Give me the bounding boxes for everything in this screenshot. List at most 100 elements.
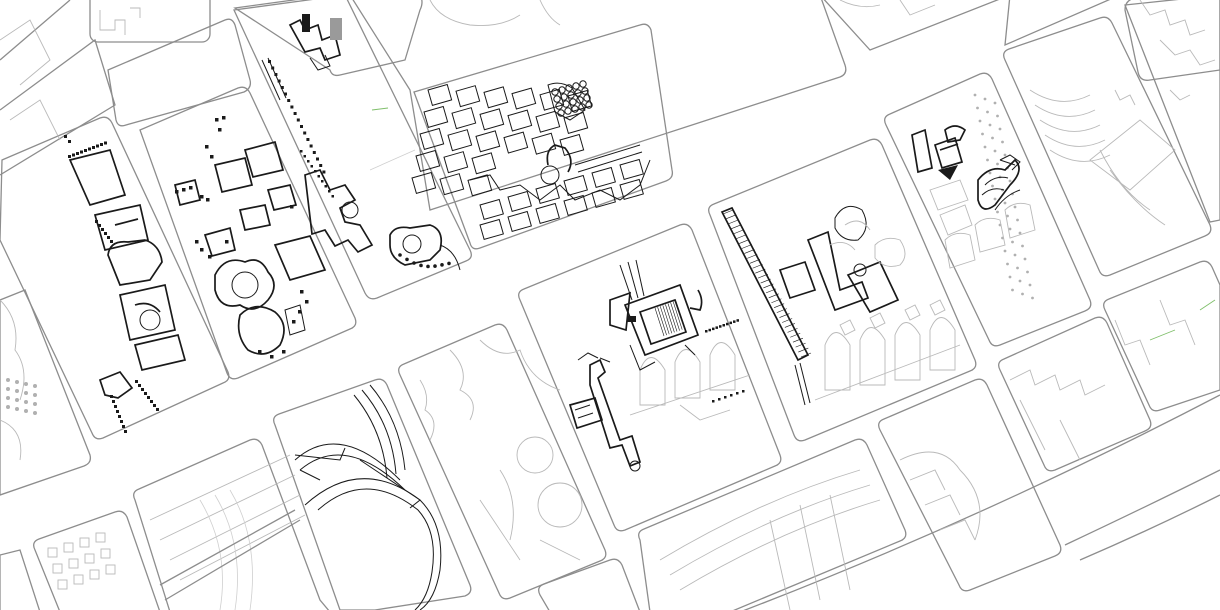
monument-hatch-line bbox=[654, 307, 665, 337]
villa-exedra-dot bbox=[398, 253, 402, 257]
grid-court-stone bbox=[578, 103, 586, 111]
gallery-rib bbox=[752, 263, 763, 269]
gallery-east-hall bbox=[846, 260, 900, 314]
pavilion-bollard bbox=[983, 97, 987, 101]
grid-court-cell bbox=[479, 218, 504, 241]
central-monument bbox=[568, 259, 745, 472]
park-path-1 bbox=[419, 349, 474, 441]
field-road bbox=[159, 509, 301, 601]
pavilion-bollard bbox=[1008, 179, 1012, 183]
ruins-central-column bbox=[208, 255, 212, 259]
villa-column bbox=[321, 180, 324, 183]
grid-court-cell bbox=[443, 151, 469, 174]
villa-stair bbox=[261, 57, 287, 101]
ruins-west-column bbox=[120, 420, 123, 423]
ruins-central-chapel bbox=[238, 204, 272, 231]
gallery-garden-paths bbox=[829, 220, 871, 251]
gallery-ribs bbox=[722, 209, 812, 358]
villa-complex bbox=[261, 14, 461, 271]
monument-hatch-line bbox=[665, 304, 675, 333]
gallery-tail bbox=[794, 362, 811, 406]
gallery-rib bbox=[771, 298, 782, 304]
ruins-central-column bbox=[270, 355, 274, 359]
garden-parterre bbox=[1029, 89, 1191, 226]
ruins-west-column bbox=[122, 425, 125, 428]
pavilion-bollard bbox=[1018, 231, 1022, 235]
ruins-central-column bbox=[189, 186, 193, 190]
pavilion-bollard bbox=[986, 110, 989, 114]
lower-arc-ribs bbox=[769, 494, 851, 610]
grid-court-cell bbox=[619, 158, 644, 181]
villa-column bbox=[274, 73, 278, 76]
gallery-rib bbox=[747, 254, 758, 259]
pavilion-bollard bbox=[1031, 296, 1034, 300]
villa-column bbox=[328, 190, 331, 193]
villa-thermae-dome bbox=[341, 201, 359, 219]
gallery-rib bbox=[749, 259, 761, 264]
grid-court-colonnade bbox=[574, 144, 643, 173]
grid-court-cell bbox=[535, 182, 560, 205]
grid-court-cell bbox=[531, 132, 557, 155]
arena-outer bbox=[304, 478, 442, 610]
ruins-west-column bbox=[96, 144, 99, 148]
pavilion-bollard bbox=[1003, 201, 1007, 205]
villa-column bbox=[296, 118, 300, 122]
monument-bollard bbox=[730, 394, 733, 397]
gallery-base-line bbox=[814, 344, 961, 401]
villa-nymphaeum-basin bbox=[402, 234, 422, 254]
west-dot bbox=[33, 384, 37, 388]
ruins-west-tholos bbox=[139, 309, 161, 331]
grid-court-cell bbox=[471, 152, 497, 175]
villa-column bbox=[324, 185, 327, 188]
boulevard-edge-3 bbox=[1079, 494, 1220, 561]
west-dot bbox=[6, 378, 10, 382]
pavilion-bollard bbox=[993, 101, 997, 105]
pavilion-bollard bbox=[996, 210, 999, 214]
west-dot bbox=[6, 387, 10, 391]
block-grid-court bbox=[413, 23, 674, 250]
ruins-west-column bbox=[124, 430, 127, 433]
monument-base-lines bbox=[629, 374, 751, 421]
ruins-west-column bbox=[107, 236, 110, 239]
gallery-rib bbox=[784, 323, 795, 328]
processional-gate bbox=[577, 352, 611, 363]
grid-court-cell bbox=[483, 86, 509, 109]
ruins-central-column bbox=[305, 300, 309, 304]
ruins-central-orchestra bbox=[231, 271, 259, 299]
lower-east-pattern bbox=[1009, 369, 1106, 461]
ruins-west-annex bbox=[133, 333, 187, 372]
villa-exedra-dot bbox=[426, 264, 430, 269]
west-dot bbox=[24, 409, 28, 413]
ruins-west-apse bbox=[107, 239, 163, 286]
pavilion-canopy bbox=[944, 125, 967, 143]
block-garden-east bbox=[1003, 16, 1212, 277]
park-path-2 bbox=[479, 469, 581, 561]
gallery-rib bbox=[755, 268, 766, 274]
grid-court-cell bbox=[507, 109, 533, 132]
ruins-west-column bbox=[118, 415, 121, 418]
lower-grid-square bbox=[57, 579, 68, 590]
ruins-central-hall bbox=[273, 234, 327, 282]
ruins-central-column bbox=[282, 350, 286, 354]
ruins-west-column bbox=[64, 135, 67, 138]
monument-bollard bbox=[722, 324, 725, 327]
ruins-central-column bbox=[298, 310, 302, 314]
block-lower-west bbox=[0, 289, 92, 496]
gallery-rib bbox=[760, 278, 771, 284]
pavilion-bollard bbox=[993, 197, 997, 201]
grid-court-stone bbox=[574, 89, 582, 97]
block-lower-mid bbox=[878, 378, 1062, 592]
grid-court-cell bbox=[427, 83, 453, 106]
far-east-pattern bbox=[1114, 299, 1196, 366]
villa-column bbox=[316, 157, 319, 161]
block-lower-arc bbox=[638, 438, 907, 610]
pavilion-sculptural-form bbox=[977, 158, 1020, 210]
ruins-west-column bbox=[88, 147, 91, 151]
monument-bollard bbox=[733, 320, 736, 323]
gallery-rib bbox=[779, 313, 790, 318]
villa-column bbox=[290, 105, 294, 109]
grid-court-cell bbox=[415, 149, 441, 172]
villa-column bbox=[293, 112, 297, 115]
lower-grid-squares bbox=[47, 532, 116, 590]
